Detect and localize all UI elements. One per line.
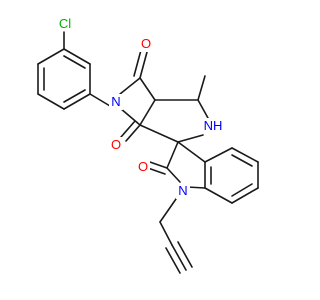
chlorine-label: Cl <box>59 16 71 31</box>
indole-nitrogen-label: N <box>178 183 187 198</box>
atom-label-o-lactam: O <box>136 159 150 175</box>
atom-label-nh: NH <box>201 118 225 134</box>
imide-carbonyl-bottom <box>120 120 141 142</box>
imide-bottom-oxygen-label: O <box>111 137 121 152</box>
benzo-ring <box>204 147 259 204</box>
top-oxygen-label: O <box>141 36 151 51</box>
atom-label-o-top: O <box>139 36 153 52</box>
lactam-oxygen-label: O <box>138 159 148 174</box>
pyrrolidine-ring <box>139 99 209 143</box>
atom-label-n-imide: N <box>109 94 123 110</box>
atom-label-o-imide-bottom: O <box>109 137 123 153</box>
molecule-structure: Cl N O O NH O N <box>37 16 259 274</box>
imide-carbonyl-top <box>133 49 148 79</box>
chlorophenyl-ring <box>37 48 91 110</box>
atom-label-cl: Cl <box>55 16 75 31</box>
aryl-n-bond <box>89 93 111 107</box>
atom-label-n-indole: N <box>176 183 190 199</box>
imide-ring <box>119 77 156 126</box>
molecule-diagram: Cl N O O NH O N <box>37 16 259 274</box>
amine-nh-label: NH <box>204 118 223 133</box>
methyl-bond <box>197 75 206 101</box>
oxindole-core <box>166 141 206 189</box>
propargyl-chain <box>159 198 193 274</box>
imide-nitrogen-label: N <box>111 94 120 109</box>
